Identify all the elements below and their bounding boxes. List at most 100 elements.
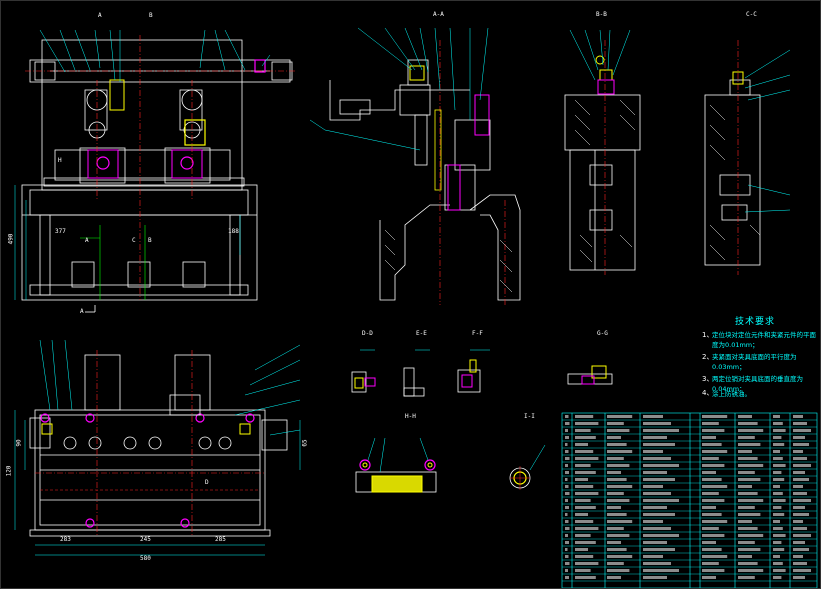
bom-cell-mark [702,520,728,523]
bom-cell-mark [643,548,675,551]
bom-cell-mark [643,443,675,446]
bom-cell-mark [738,499,764,502]
dim-top-total: 580 [140,555,151,562]
bom-cell-mark [793,471,805,474]
bom-cell-mark [793,415,803,418]
bom-cell-mark [565,513,568,516]
bom-cell-mark [702,534,725,537]
bom-cell-mark [793,492,807,495]
bom-cell-mark [565,534,568,537]
bom-table [561,412,818,589]
section-hh-view [355,437,437,493]
dim-top-height: 120 [5,465,13,477]
bom-cell-mark [643,499,679,502]
bom-cell-mark [702,527,719,530]
bom-cell-mark [738,436,755,439]
bom-cell-mark [607,506,621,509]
bom-cell-mark [575,576,596,579]
section-label-aa: A-A [433,11,444,18]
bom-cell-mark [565,527,570,530]
bom-cell-mark [643,541,667,544]
tech-requirements-title: 技术要求 [735,317,776,327]
section-cc-details [732,40,744,275]
arrow-label-h: H [58,157,62,164]
bom-cell-mark [565,457,570,460]
bom-cell-mark [793,499,811,502]
bom-cell-mark [702,471,716,474]
bom-cell-mark [738,443,761,446]
dim-top-right: 65 [301,439,309,447]
bom-cell-mark [738,562,758,565]
bom-cell-mark [607,457,624,460]
bom-cell-mark [643,520,663,523]
bom-cell-mark [565,422,570,425]
bom-cell-mark [738,576,755,579]
bom-cell-mark [702,562,719,565]
section-bb-details [595,40,615,275]
bom-cell-mark [702,569,725,572]
front-view-leaders [14,29,271,300]
dim-top-c: 285 [215,536,226,543]
section-bb-leaders [569,29,631,81]
bom-cell-mark [738,471,755,474]
bom-cell-mark [565,562,570,565]
bom-cell-mark [738,464,764,467]
section-label-dd: D-D [362,330,373,337]
bom-cell-mark [738,569,764,572]
section-bb-view [564,94,641,271]
bom-cell-mark [565,499,568,502]
bom-cell-mark [643,492,671,495]
bom-cell-mark [565,436,569,439]
bom-cell-mark [607,527,624,530]
bom-cell-mark [607,422,624,425]
bom-cell-mark [738,555,752,558]
bom-cell-mark [607,520,633,523]
dim-top-sub: 90 [15,439,23,447]
bom-cell-mark [702,541,716,544]
section-cc-leaders [744,49,791,213]
bom-cell-mark [702,436,716,439]
bom-cell-mark [575,527,599,530]
bom-cell-mark [575,415,594,418]
bom-cell-mark [702,422,719,425]
bom-cell-mark [738,450,752,453]
bom-cell-mark [643,429,679,432]
bom-cell-mark [793,506,805,509]
bom-cell-mark [565,450,569,453]
bom-cell-mark [565,471,569,474]
bom-cell-mark [575,485,594,488]
bom-cell-mark [793,443,809,446]
bom-cell-mark [702,443,722,446]
bom-cell-mark [702,555,728,558]
bom-cell-mark [575,429,591,432]
tech-item-3-num: 3、 [702,375,714,383]
bom-cell-mark [607,576,621,579]
bom-cell-mark [793,450,803,453]
section-gg-view [567,365,613,385]
bom-cell-mark [575,513,588,516]
bom-cell-mark [575,506,596,509]
bom-cell-mark [773,492,783,495]
bom-cell-mark [643,555,663,558]
top-view-dimensions [14,339,301,556]
bom-cell-mark [702,499,725,502]
section-label-gg: G-G [597,330,608,337]
bom-cell-mark [793,569,811,572]
bom-cell-mark [738,457,758,460]
bom-cell-mark [575,520,594,523]
bom-cell-mark [643,576,667,579]
bom-cell-mark [565,548,568,551]
tech-item-1-text: 定位块对定位元件和夹紧元件的平面度为0.01mm； [712,331,816,349]
bom-cell-mark [643,527,671,530]
bom-cell-mark [738,541,755,544]
bom-cell-mark [773,562,783,565]
bom-cell-mark [565,485,569,488]
bom-cell-mark [575,541,596,544]
bom-cell-mark [773,527,783,530]
bom-cell-mark [575,534,591,537]
bom-cell-mark [773,541,782,544]
bom-cell-mark [702,513,722,516]
top-view [29,354,288,537]
bom-cell-mark [738,429,764,432]
section-label-ii: I-I [524,413,535,420]
